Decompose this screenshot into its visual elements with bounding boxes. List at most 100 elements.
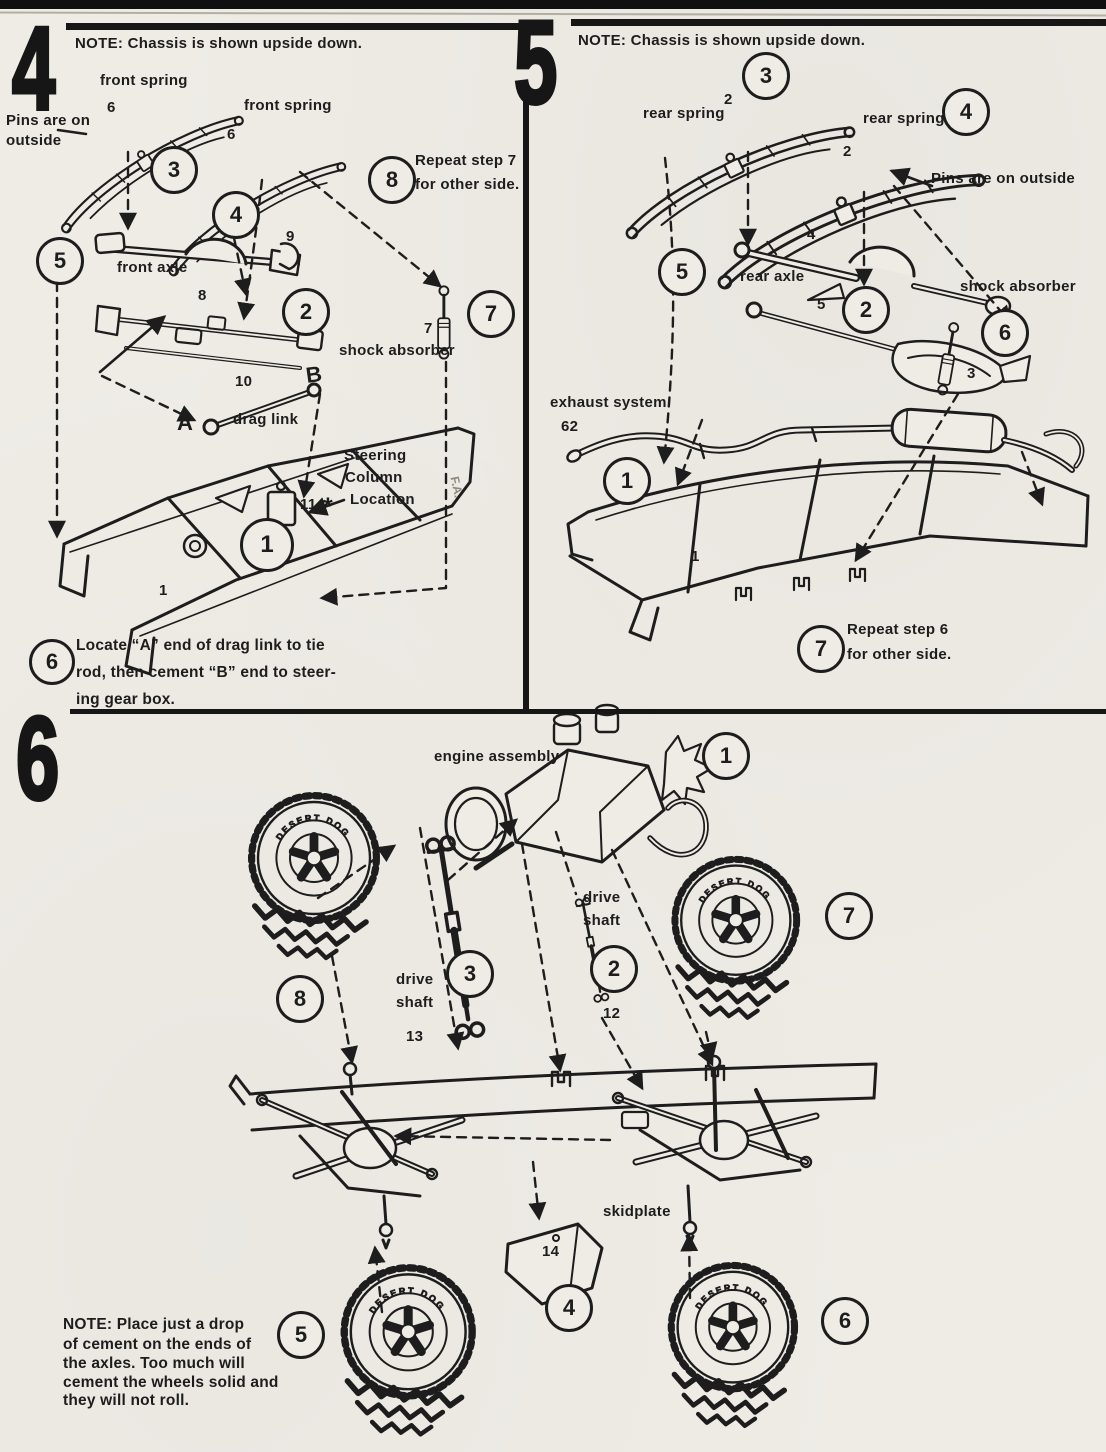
label-steering-line2: Column xyxy=(345,469,403,486)
step5-solid-arrows xyxy=(889,167,934,188)
part-number-7: 7 xyxy=(424,320,433,337)
label-skidplate: skidplate xyxy=(603,1203,671,1220)
callout-step4-7: 7 xyxy=(467,290,515,338)
label-shock-absorber-step4: shock absorber xyxy=(339,342,455,359)
step5-art xyxy=(566,109,1090,642)
step4-note: NOTE: Chassis is shown upside down. xyxy=(75,35,363,52)
step5-number: 5 xyxy=(513,0,559,129)
step4-number: 4 xyxy=(11,3,57,135)
part-number-9: 9 xyxy=(286,228,295,245)
callout-step6-3: 3 xyxy=(446,950,494,998)
callout-step5-2: 2 xyxy=(842,286,890,334)
callout-step5-1: 1 xyxy=(603,457,651,505)
tire-bottom-left-art xyxy=(344,1268,472,1434)
part-number-2-right: 2 xyxy=(843,143,852,160)
drag-link-art xyxy=(202,382,322,436)
label-steering-line3: Location xyxy=(350,491,415,508)
tire-top-right-art xyxy=(675,859,797,1017)
label-drive-shaft-right-line1: drive xyxy=(583,889,621,906)
label-pins-outside-line2: outside xyxy=(6,132,62,149)
label-repeat-step6-line2: for other side. xyxy=(847,646,952,663)
callout-step4-5: 5 xyxy=(36,237,84,285)
step6-note-line3: the axles. Too much will xyxy=(63,1355,245,1372)
step4-solid-arrows xyxy=(56,128,346,516)
tire-top-left-art xyxy=(252,796,377,958)
label-shock-absorber-step5: shock absorber xyxy=(960,278,1076,295)
step5-note: NOTE: Chassis is shown upside down. xyxy=(578,32,866,49)
exhaust-system-art xyxy=(566,407,1085,473)
label-exhaust-system: exhaust system xyxy=(550,394,667,411)
scan-edge-band xyxy=(0,0,1106,9)
label-front-spring-right: front spring xyxy=(244,97,332,114)
step6-top-rule xyxy=(70,709,1106,714)
rear-spring-left-art xyxy=(611,109,864,241)
callout-step6-4: 4 xyxy=(545,1284,593,1332)
part-number-6-right: 6 xyxy=(227,126,236,143)
part-number-8: 8 xyxy=(198,287,207,304)
step4-instruction-line3: ing gear box. xyxy=(76,691,176,708)
part-number-1-step4: 1 xyxy=(159,582,168,599)
callout-step5-7: 7 xyxy=(797,625,845,673)
panel-divider xyxy=(523,86,529,712)
step4-art xyxy=(45,102,476,676)
callout-step4-3: 3 xyxy=(150,146,198,194)
callout-step4-6: 6 xyxy=(29,639,75,685)
front-axle-art xyxy=(94,231,302,277)
label-rear-spring-right: rear spring xyxy=(863,110,945,127)
label-pins-outside-line1: Pins are on xyxy=(6,112,91,129)
part-number-11: 11 xyxy=(300,496,317,513)
label-drag-link: drag link xyxy=(233,411,299,428)
callout-step5-6: 6 xyxy=(981,309,1029,357)
mark-b: B xyxy=(304,361,324,388)
step6-note-line5: they will not roll. xyxy=(63,1392,190,1409)
label-drive-shaft-left-line1: drive xyxy=(396,971,434,988)
label-repeat-step6-line1: Repeat step 6 xyxy=(847,621,949,638)
callout-step6-5: 5 xyxy=(277,1311,325,1359)
step6-art xyxy=(228,703,878,1434)
label-repeat-step7-line2: for other side. xyxy=(415,176,520,193)
step6-note-line1: NOTE: Place just a drop xyxy=(63,1316,245,1333)
step6-dashed-leaders xyxy=(316,818,718,1314)
callout-step4-2: 2 xyxy=(282,288,330,336)
label-drive-shaft-right-line2: shaft xyxy=(583,912,621,929)
skidplate-art xyxy=(504,1222,604,1306)
part-number-14: 14 xyxy=(542,1243,560,1260)
part-number-1-step5: 1 xyxy=(691,548,700,565)
callout-step4-8: 8 xyxy=(368,156,416,204)
label-steering-line1: Steering xyxy=(344,447,407,464)
callout-step6-1: 1 xyxy=(702,732,750,780)
label-rear-spring-left: rear spring xyxy=(643,105,725,122)
chassis-art-step6 xyxy=(228,1054,878,1250)
chassis-art-step4 xyxy=(58,426,476,676)
callout-step5-5: 5 xyxy=(658,248,706,296)
label-drive-shaft-left-line2: shaft xyxy=(396,994,434,1011)
part-number-62: 62 xyxy=(561,418,579,435)
callout-step4-1: 1 xyxy=(240,518,294,572)
label-engine-assembly: engine assembly xyxy=(434,748,560,765)
label-front-axle: front axle xyxy=(117,259,188,276)
step5-header-rule xyxy=(571,19,1106,26)
callout-step5-4: 4 xyxy=(942,88,990,136)
part-number-10: 10 xyxy=(235,373,253,390)
callout-step6-8: 8 xyxy=(276,975,324,1023)
step4-instruction-line2: rod, then cement “B” end to steer- xyxy=(76,664,336,681)
callout-step6-7: 7 xyxy=(825,892,873,940)
engine-assembly-art xyxy=(444,703,714,871)
label-pins-outside-step5: Pins are on outside xyxy=(931,170,1076,187)
part-number-3: 3 xyxy=(967,365,976,382)
step4-dashed-leaders xyxy=(48,150,448,606)
label-rear-axle: rear axle xyxy=(740,268,805,285)
callout-step6-2: 2 xyxy=(590,945,638,993)
step6-note-line2: of cement on the ends of xyxy=(63,1336,252,1353)
part-number-6-left: 6 xyxy=(107,99,116,116)
part-number-12: 12 xyxy=(603,1005,621,1022)
mark-a: A xyxy=(177,410,193,435)
step6-number: 6 xyxy=(15,693,61,825)
callout-step4-4: 4 xyxy=(212,191,260,239)
label-front-spring-left: front spring xyxy=(100,72,188,89)
part-number-13: 13 xyxy=(406,1028,424,1045)
part-number-5: 5 xyxy=(817,296,826,313)
step5-dashed-leaders xyxy=(656,150,1045,563)
step4-header-rule xyxy=(66,23,522,30)
